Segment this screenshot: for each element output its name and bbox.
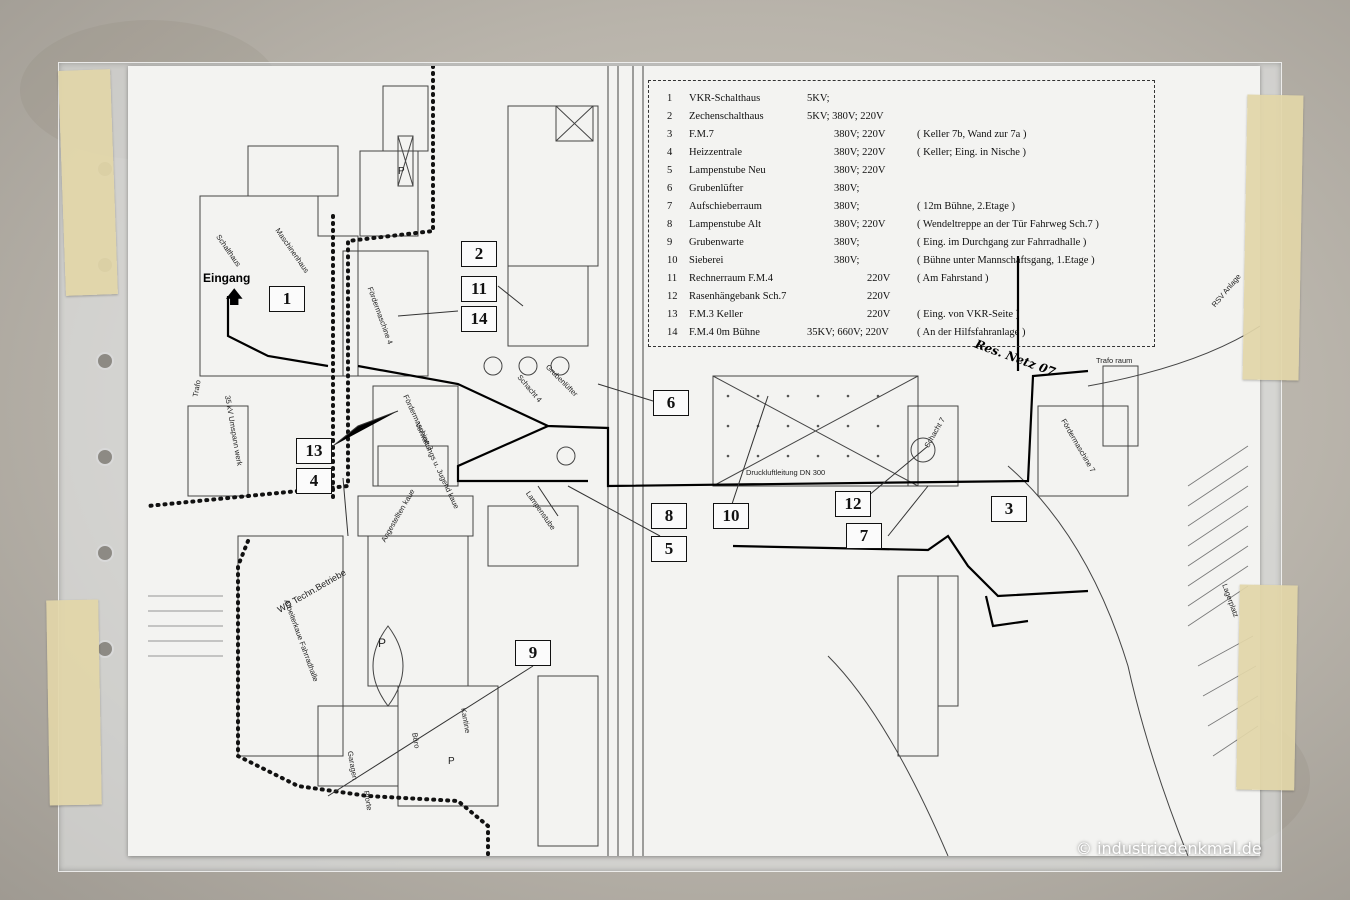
legend-name: VKR-Schalthaus	[689, 93, 761, 104]
legend-voltage: 220V	[867, 273, 891, 284]
marker-6: 6	[653, 390, 689, 416]
marker-8: 8	[651, 503, 687, 529]
legend-number: 11	[667, 273, 678, 284]
legend-note: ( Bühne unter Mannschaftsgang, 1.Etage )	[917, 255, 1095, 266]
legend-voltage: 220V	[867, 309, 891, 320]
marker-9: 9	[515, 640, 551, 666]
watermark: © industriedenkmal.de	[1076, 839, 1262, 858]
legend-number: 2	[667, 111, 673, 122]
legend-number: 1	[667, 93, 673, 104]
legend-voltage: 380V; 220V	[834, 165, 886, 176]
legend-voltage: 5KV; 380V; 220V	[807, 111, 884, 122]
label-druckluft: Druckluftleitung DN 300	[746, 468, 826, 477]
legend-name: Heizzentrale	[689, 147, 743, 158]
legend-voltage: 35KV; 660V; 220V	[807, 327, 889, 338]
legend-name: F.M.7	[689, 129, 714, 140]
legend-number: 7	[667, 201, 673, 212]
legend-name: F.M.3 Keller	[689, 309, 743, 320]
marker-4: 4	[296, 468, 332, 494]
punch-hole	[96, 352, 114, 370]
label-parking: P	[448, 756, 455, 767]
marker-3: 3	[991, 496, 1027, 522]
legend-name: Rasenhängebank Sch.7	[689, 291, 787, 302]
legend-voltage: 220V	[867, 291, 891, 302]
site-plan-drawing	[146, 66, 1260, 856]
legend-name: Sieberei	[689, 255, 724, 266]
legend-voltage: 380V; 220V	[834, 129, 886, 140]
legend-note: ( Wendeltreppe an der Tür Fahrweg Sch.7 …	[917, 219, 1099, 230]
legend-voltage: 5KV;	[807, 93, 830, 104]
legend-number: 8	[667, 219, 673, 230]
legend-number: 3	[667, 129, 673, 140]
tape-strip	[46, 599, 102, 806]
marker-12: 12	[835, 491, 871, 517]
legend-number: 9	[667, 237, 673, 248]
legend-number: 10	[667, 255, 678, 266]
legend-voltage: 380V; 220V	[834, 219, 886, 230]
legend-voltage: 380V;	[834, 201, 860, 212]
legend-name: Zechenschalthaus	[689, 111, 764, 122]
punch-hole	[96, 448, 114, 466]
tape-strip	[1242, 94, 1304, 381]
legend-table: 1 VKR-Schalthaus 5KV; 2 Zechenschalthaus 5KV…	[648, 80, 1155, 347]
marker-1: 1	[269, 286, 305, 312]
legend-number: 14	[667, 327, 678, 338]
entrance-label: Eingang	[203, 271, 251, 285]
legend-note: ( Keller 7b, Wand zur 7a )	[917, 129, 1027, 140]
legend-number: 5	[667, 165, 673, 176]
legend-note: ( Keller; Eing. in Nische )	[917, 147, 1027, 158]
legend-name: Lampenstube Neu	[689, 165, 766, 176]
legend-number: 13	[667, 309, 678, 320]
marker-2: 2	[461, 241, 497, 267]
legend-name: Grubenwarte	[689, 237, 744, 248]
entrance-arrow-icon: 🡅	[225, 287, 244, 307]
legend-note: ( Eing. von VKR-Seite )	[917, 309, 1020, 320]
legend-voltage: 380V;	[834, 183, 860, 194]
marker-10: 10	[713, 503, 749, 529]
legend-name: Grubenlüfter	[689, 183, 744, 194]
label-parking: P	[398, 166, 405, 177]
legend-name: Lampenstube Alt	[689, 219, 762, 230]
punch-hole	[96, 544, 114, 562]
label-parking: P	[378, 636, 387, 650]
legend-name: Aufschieberraum	[689, 201, 762, 212]
marker-14: 14	[461, 306, 497, 332]
legend-note: ( An der Hilfsfahranlage )	[917, 327, 1026, 338]
tape-strip	[1236, 584, 1298, 791]
marker-5: 5	[651, 536, 687, 562]
legend-number: 6	[667, 183, 673, 194]
legend-voltage: 380V;	[834, 237, 860, 248]
legend-number: 12	[667, 291, 678, 302]
legend-number: 4	[667, 147, 673, 158]
marker-7: 7	[846, 523, 882, 549]
label-trafo-raum: Trafo raum	[1096, 356, 1133, 365]
legend-voltage: 380V; 220V	[834, 147, 886, 158]
legend-note: ( Am Fahrstand )	[917, 273, 989, 284]
marker-13: 13	[296, 438, 332, 464]
tape-strip	[58, 69, 118, 296]
marker-11: 11	[461, 276, 497, 302]
legend-note: ( 12m Bühne, 2.Etage )	[917, 201, 1015, 212]
legend-note: ( Eing. im Durchgang zur Fahrradhalle )	[917, 237, 1087, 248]
legend-name: Rechnerraum F.M.4	[689, 273, 774, 284]
legend-voltage: 380V;	[834, 255, 860, 266]
legend-name: F.M.4 0m Bühne	[689, 327, 760, 338]
site-plan-sheet: 1 VKR-Schalthaus 5KV; 2 Zechenschalthaus 5KV…	[128, 66, 1260, 856]
